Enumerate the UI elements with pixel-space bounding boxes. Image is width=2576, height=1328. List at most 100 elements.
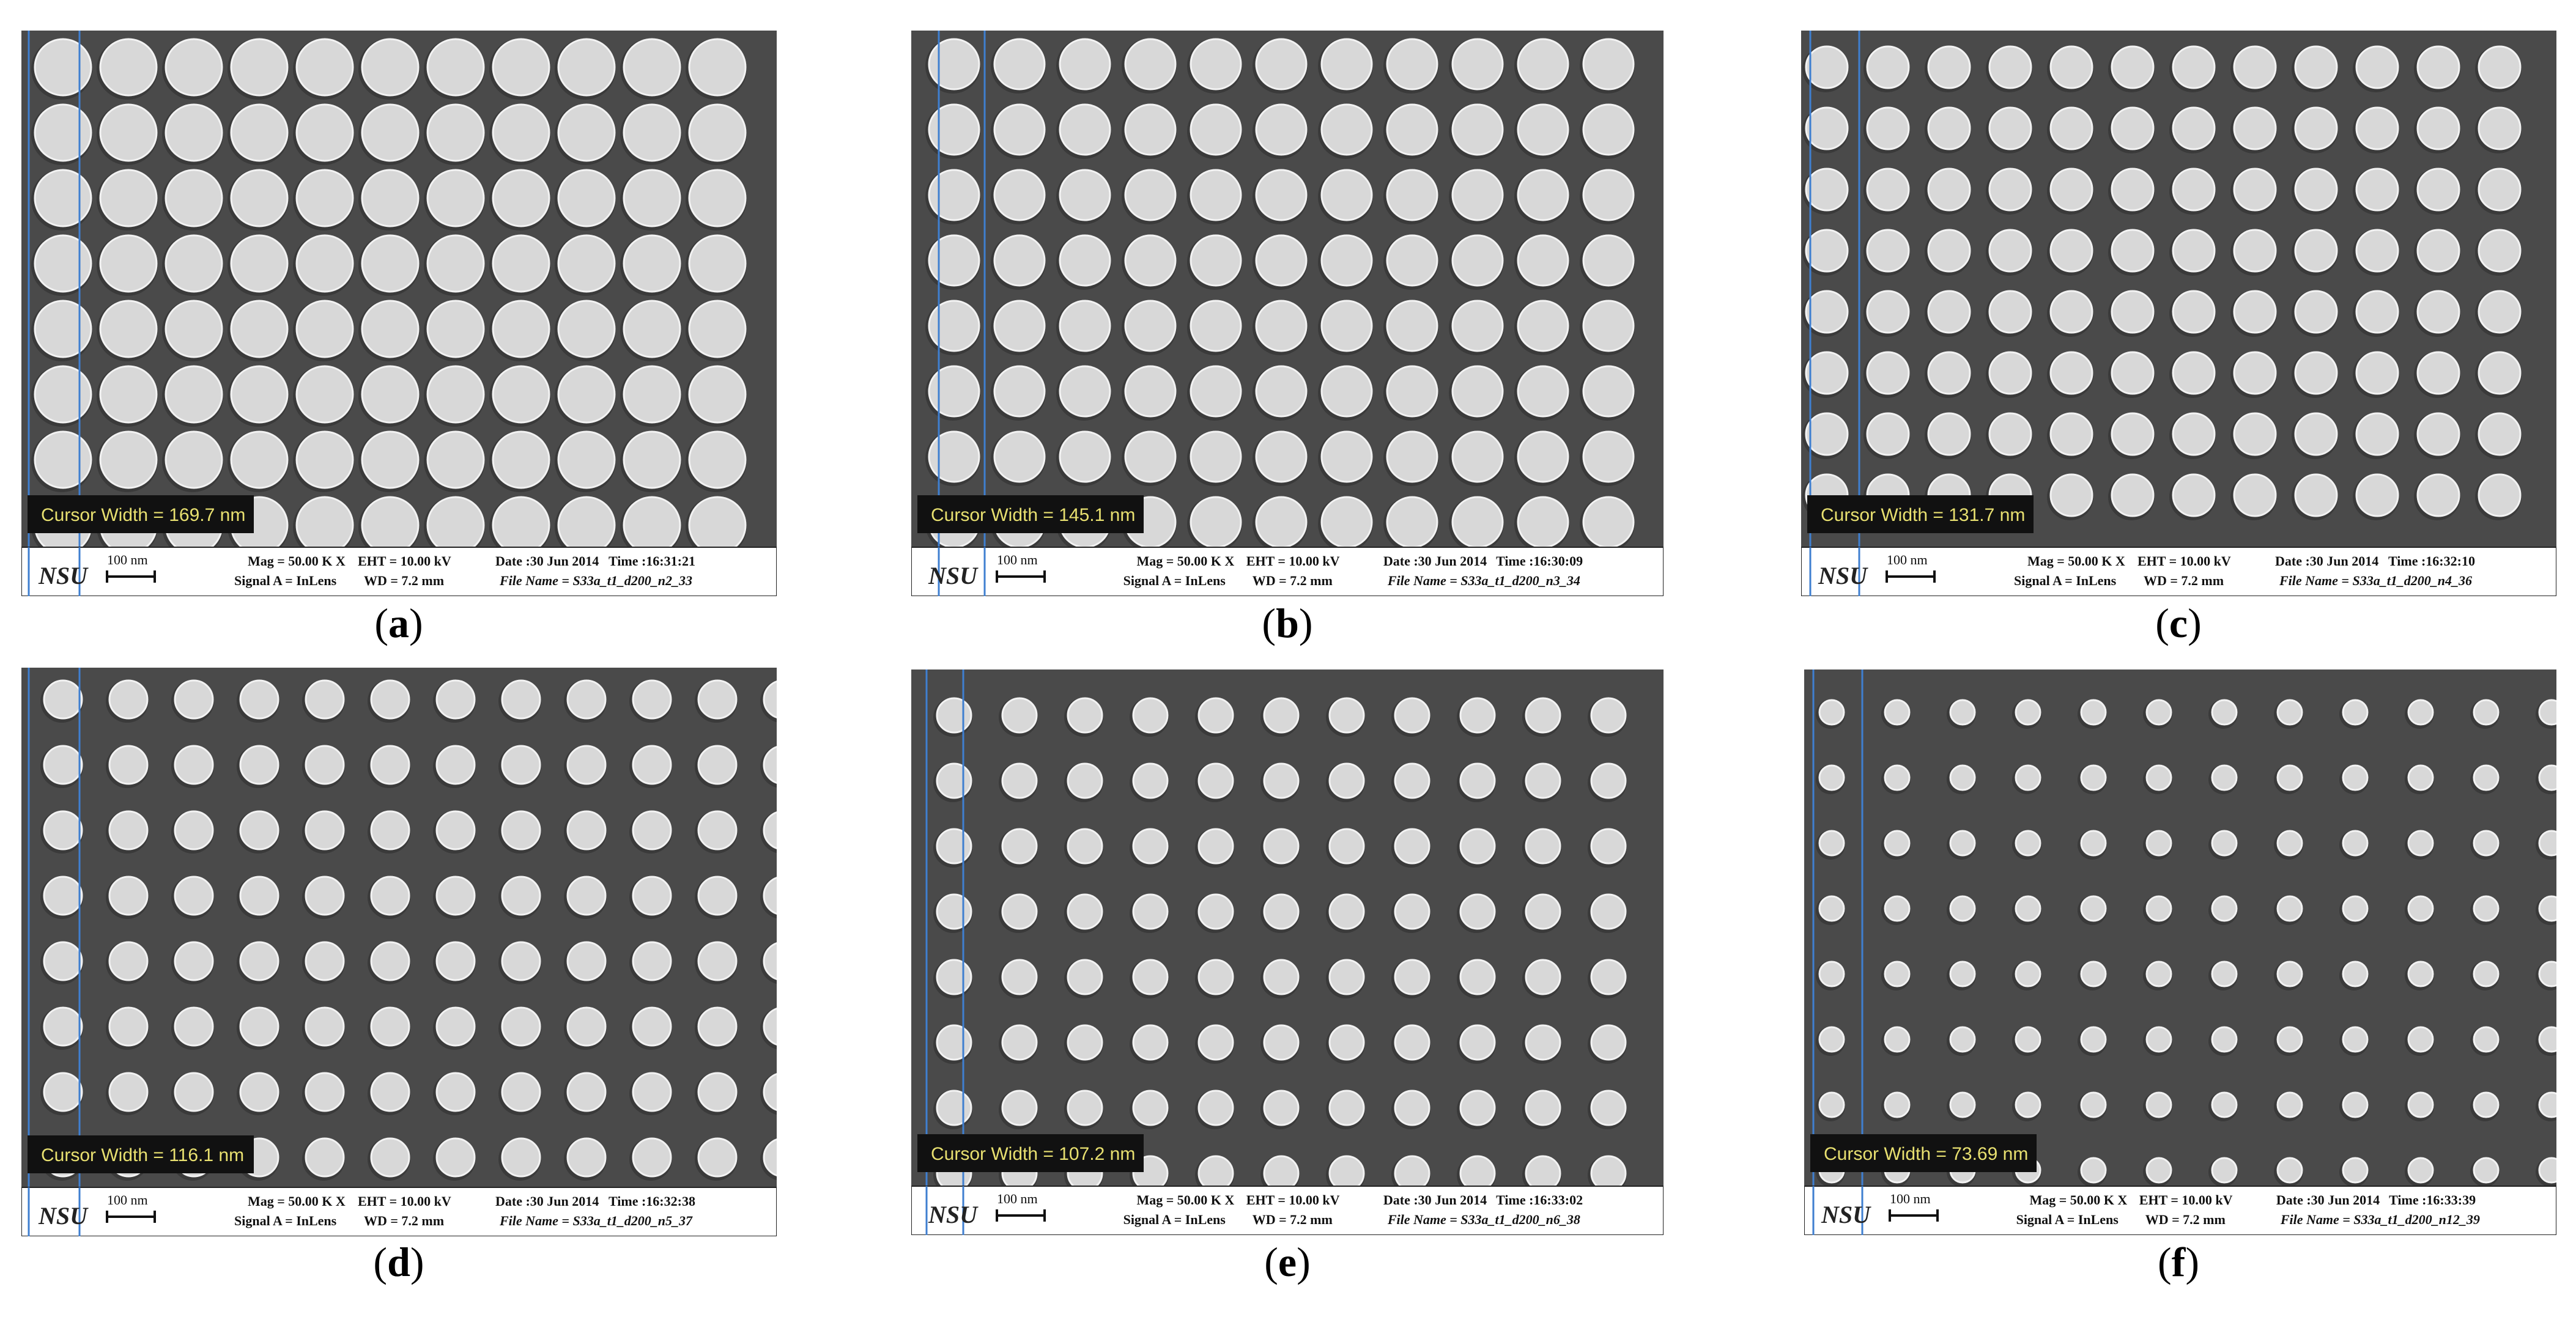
nanodisk: [426, 38, 485, 97]
nanodisk: [1059, 300, 1111, 352]
nanodisk: [936, 697, 972, 734]
nanodisk: [501, 1072, 541, 1112]
nanodisk: [1263, 1090, 1300, 1126]
nanodisk: [230, 38, 289, 97]
nanodisk: [1459, 762, 1496, 799]
nanodisk: [1394, 762, 1430, 799]
nanodisk: [1124, 365, 1177, 418]
nanodisk: [501, 810, 541, 850]
nanodisk: [492, 169, 550, 227]
nanodisk: [1459, 893, 1496, 930]
nanodisk: [2355, 106, 2399, 150]
caption-letter: f: [2171, 1239, 2186, 1285]
nanodisk: [763, 942, 777, 980]
nanodisk: [2080, 764, 2107, 791]
nanodisk: [1805, 229, 1849, 273]
nanodisk: [1067, 1090, 1103, 1126]
nanodisk: [1132, 828, 1169, 865]
cursor-width-box: [28, 1135, 254, 1173]
nanodisk: [1818, 895, 1845, 922]
nanodisk: [1988, 106, 2032, 150]
nanodisk: [928, 300, 980, 352]
nanodisk: [2015, 1091, 2041, 1118]
nanodisk: [435, 876, 476, 916]
nanodisk: [34, 365, 92, 424]
nanodisk: [370, 1072, 410, 1112]
nanodisk: [763, 877, 777, 915]
nanodisk: [2233, 45, 2277, 89]
cursor-width-label: Cursor Width = 73.69 nm: [1824, 1144, 2028, 1164]
nanodisk: [566, 876, 607, 916]
nanodisk: [305, 745, 345, 785]
nanodisk: [2172, 106, 2216, 150]
nanodisk: [2145, 1026, 2172, 1053]
caption-paren-close: ): [410, 1239, 424, 1285]
nanodisk: [697, 1072, 738, 1112]
file-name-label: File Name = S33a_t1_d200_n6_38: [1387, 1212, 1580, 1227]
date-label: Date :30 Jun 2014: [2275, 553, 2378, 569]
nanodisk: [165, 38, 223, 97]
caption-paren-open: (: [374, 600, 388, 646]
nanodisk: [108, 745, 149, 785]
nanodisk: [928, 365, 980, 418]
nanodisk: [2473, 895, 2500, 922]
nanodisk: [1263, 1155, 1300, 1192]
nanodisk: [993, 103, 1046, 156]
eht-label: EHT = 10.00 kV: [2139, 1192, 2233, 1208]
nanodisk: [370, 876, 410, 916]
nanodisk: [1386, 38, 1438, 90]
nanodisk: [370, 941, 410, 981]
nanodisk: [1459, 1090, 1496, 1126]
nanodisk: [165, 103, 223, 162]
nanodisk: [99, 300, 158, 358]
nanodisk: [426, 300, 485, 358]
nanodisk: [1394, 893, 1430, 930]
sem-footer: [911, 1186, 1664, 1235]
nanodisk: [697, 810, 738, 850]
nanodisk: [936, 1024, 972, 1061]
nanodisk: [34, 38, 92, 97]
nanodisk: [435, 1006, 476, 1047]
nanodisk: [2407, 1026, 2434, 1053]
nanodisk: [623, 430, 681, 489]
nanodisk: [174, 745, 214, 785]
nanodisk: [2294, 106, 2338, 150]
file-name-label: File Name = S33a_t1_d200_n3_34: [1387, 573, 1580, 588]
nanodisk: [1459, 1024, 1496, 1061]
nanodisk: [2538, 1091, 2556, 1118]
nanodisk: [936, 828, 972, 865]
mag-label: Mag = 50.00 K X: [248, 553, 346, 569]
nanodisk: [2416, 290, 2460, 334]
nsu-logo: NSU: [1818, 562, 1868, 589]
nanodisk: [2473, 830, 2500, 857]
nanodisk: [2111, 473, 2155, 517]
nanodisk: [305, 810, 345, 850]
nanodisk: [2233, 290, 2277, 334]
nsu-logo: NSU: [928, 1201, 979, 1228]
signal-label: Signal A = InLens: [1123, 1212, 1226, 1227]
nanodisk: [1394, 828, 1430, 865]
nanodisk: [1866, 290, 1910, 334]
nanodisk: [1059, 169, 1111, 221]
nanodisk: [239, 679, 279, 720]
nanodisk: [2294, 168, 2338, 212]
nanodisk: [370, 679, 410, 720]
time-label: Time :16:30:09: [1496, 553, 1583, 569]
scale-bar-label: 100 nm: [997, 1191, 1038, 1206]
sem-footer: [1804, 1186, 2556, 1235]
cursor-width-box: [1807, 495, 2034, 533]
nanodisk: [1866, 351, 1910, 395]
nanodisk: [2015, 699, 2041, 726]
nanodisk: [1927, 351, 1971, 395]
nanodisk: [1394, 1024, 1430, 1061]
nanodisk: [566, 1006, 607, 1047]
nanodisk: [370, 745, 410, 785]
nanodisk: [2478, 290, 2522, 334]
nanodisk: [1255, 365, 1308, 418]
nanodisk: [1805, 290, 1849, 334]
nanodisk: [2538, 830, 2556, 857]
time-label: Time :16:32:38: [609, 1193, 695, 1209]
nanodisk: [566, 1072, 607, 1112]
